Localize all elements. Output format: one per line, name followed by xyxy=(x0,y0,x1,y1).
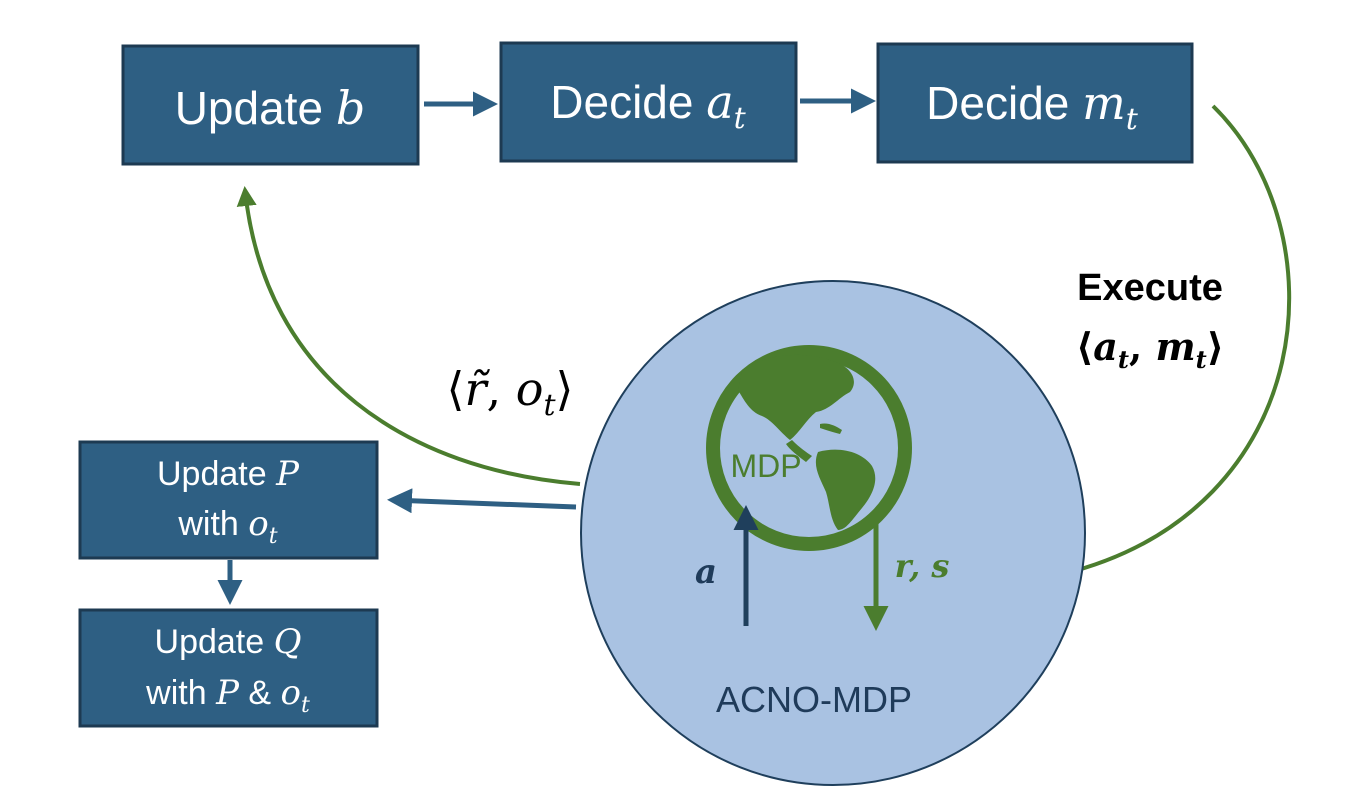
execute-label: Execute ⟨at, mt⟩ xyxy=(1076,267,1224,374)
update-p-box: Update P with ot xyxy=(78,440,379,560)
svg-text:Decide mt: Decide mt xyxy=(926,76,1139,137)
svg-text:Decide at: Decide at xyxy=(550,75,746,136)
action-label: a xyxy=(695,552,717,592)
feedback-label: ⟨r̃, ot⟩ xyxy=(447,362,574,423)
svg-text:with ot: with ot xyxy=(177,504,277,549)
feedback-o-sub: t xyxy=(543,388,556,423)
decide-a-prefix: Decide xyxy=(550,76,706,128)
environment-name: ACNO-MDP xyxy=(716,679,912,720)
execute-a: a xyxy=(1093,324,1118,369)
feedback-comma: , xyxy=(486,362,515,416)
update-q-var: Q xyxy=(274,622,302,662)
execute-close: ⟩ xyxy=(1207,324,1224,369)
update-q-prefix: Update xyxy=(155,623,274,661)
decide-m-box: Decide mt xyxy=(876,42,1194,164)
update-q-amp: & xyxy=(239,674,281,712)
update-q-p: P xyxy=(215,673,240,713)
svg-text:Update P: Update P xyxy=(157,454,300,494)
execute-open: ⟨ xyxy=(1076,324,1093,369)
decide-a-var: a xyxy=(706,75,733,129)
feedback-open: ⟨ xyxy=(447,362,465,416)
update-p-with: with xyxy=(177,505,248,543)
execute-a-sub: t xyxy=(1118,345,1129,374)
environment-circle: MDP a r, s ACNO-MDP xyxy=(580,280,1086,786)
execute-comma: , xyxy=(1129,324,1155,369)
decide-a-sub: t xyxy=(734,101,747,136)
decide-m-sub: t xyxy=(1126,102,1139,137)
update-q-sub: t xyxy=(301,693,310,718)
reward-state-label: r, s xyxy=(895,547,950,585)
update-p-prefix: Update xyxy=(157,455,276,493)
update-q-box: Update Q with P & ot xyxy=(78,608,379,728)
execute-curve-arrow xyxy=(1059,104,1292,580)
update-b-box: Update b xyxy=(121,44,420,166)
execute-m: m xyxy=(1155,324,1195,369)
update-b-var: b xyxy=(336,81,365,135)
svg-text:Update b: Update b xyxy=(175,81,366,135)
arrow-env-to-update-p xyxy=(387,488,577,514)
decide-a-box: Decide at xyxy=(499,41,798,163)
feedback-close: ⟩ xyxy=(556,362,574,416)
svg-text:⟨at, mt⟩: ⟨at, mt⟩ xyxy=(1076,324,1224,374)
update-b-prefix: Update xyxy=(175,82,336,134)
update-p-o: o xyxy=(248,504,268,544)
globe-icon: MDP xyxy=(706,345,912,551)
feedback-o: o xyxy=(516,362,544,416)
execute-word: Execute xyxy=(1077,267,1223,309)
svg-text:⟨r̃, ot⟩: ⟨r̃, ot⟩ xyxy=(447,362,574,423)
feedback-r: r̃ xyxy=(464,362,490,416)
execute-m-sub: t xyxy=(1196,345,1207,374)
globe-label: MDP xyxy=(730,448,801,484)
feedback-curve-arrow xyxy=(236,186,581,486)
update-q-with: with xyxy=(145,674,216,712)
update-p-sub: t xyxy=(269,524,278,549)
decide-m-prefix: Decide xyxy=(926,77,1082,129)
update-p-var: P xyxy=(275,454,300,494)
svg-text:with P & ot: with P & ot xyxy=(145,673,310,718)
update-q-o: o xyxy=(281,673,301,713)
svg-text:Update Q: Update Q xyxy=(155,622,302,662)
decide-m-var: m xyxy=(1082,76,1126,130)
